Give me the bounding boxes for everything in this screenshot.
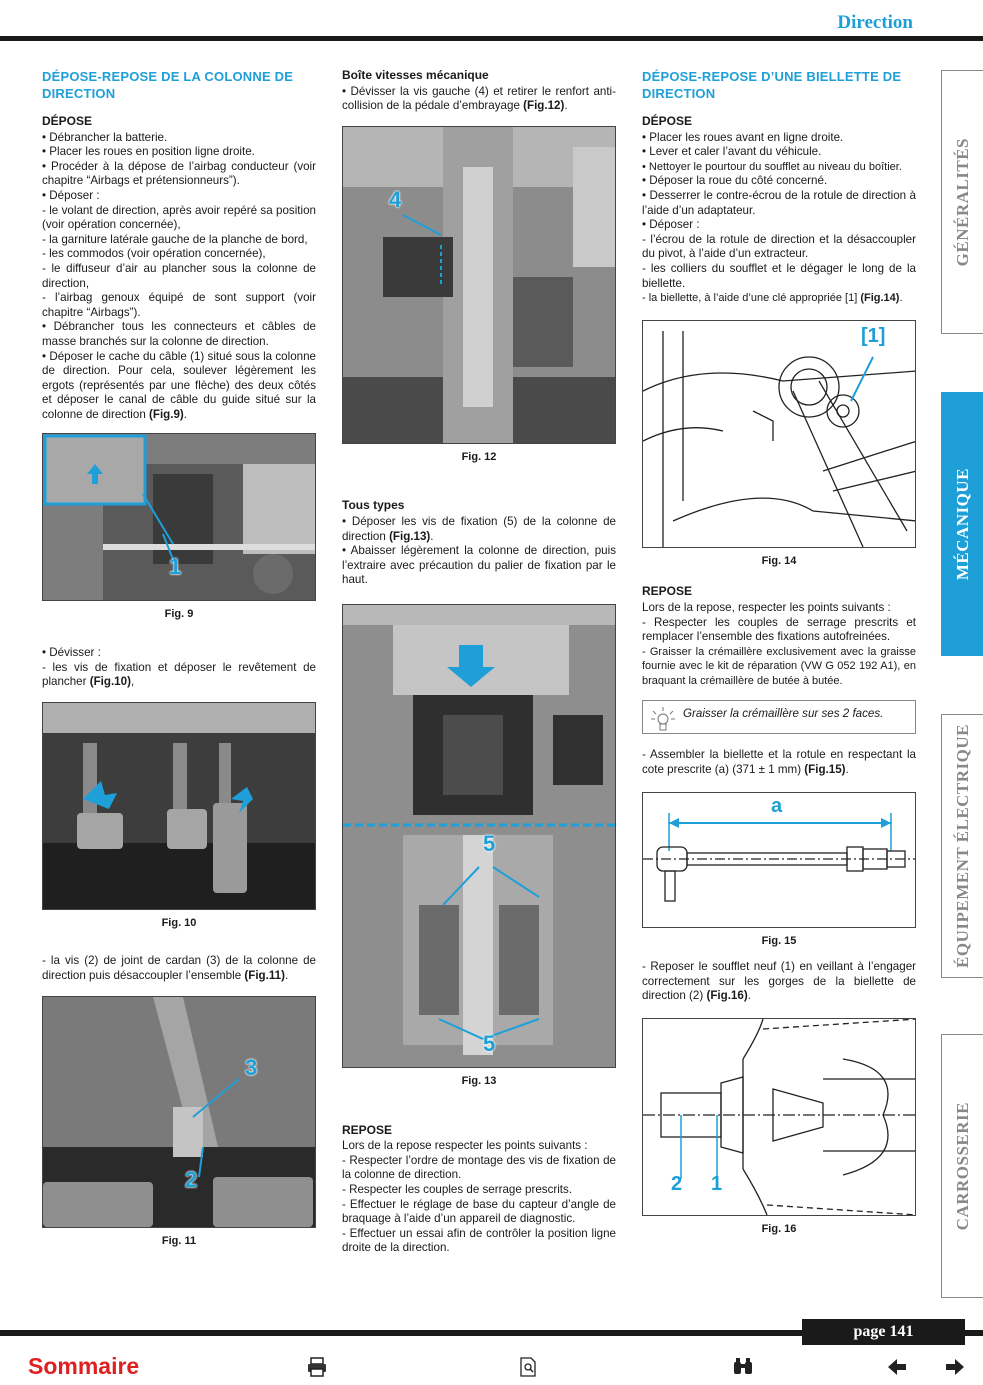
figure-11-caption: Fig. 11: [161, 1234, 197, 1247]
paragraph: • Nettoyer le pourtour du soufflet au ni…: [642, 160, 902, 173]
paragraph: - les colliers du soufflet et le dégager…: [642, 261, 916, 290]
paragraph: - l’airbag genoux équipé de sont support…: [42, 291, 316, 319]
figure-ref[interactable]: (Fig.13): [389, 529, 431, 543]
figure-callout-1: 1: [169, 554, 182, 580]
section-heading: Dépose-repose de la colonne de direction: [42, 69, 294, 101]
paragraph: • Déposer :: [642, 218, 700, 232]
figure-15-drawing: a: [642, 791, 916, 928]
paragraph: - Graisser la crémaillère exclusivement …: [642, 645, 916, 687]
top-rule: [0, 36, 983, 41]
figure-callout-5-lower: 5: [483, 1030, 496, 1056]
figure-callout-a: a: [771, 794, 783, 817]
figure-callout-5-upper: 5: [483, 830, 496, 856]
paragraph: - Effectuer un essai afin de contrôler l…: [342, 1226, 616, 1255]
paragraph: • Placer les roues en position ligne dro…: [42, 145, 255, 159]
paragraph: - Respecter l’ordre de montage des vis d…: [342, 1153, 616, 1182]
figure-callout-2: 2: [671, 1173, 683, 1196]
figure-10-caption: Fig. 10: [161, 916, 197, 929]
paragraph: • Abaisser légèrement la colonne de dire…: [342, 544, 616, 587]
paragraph: Lors de la repose, respecter les points …: [642, 600, 891, 614]
subheading-repose: REPOSE: [642, 584, 693, 599]
figure-callout-1: 1: [711, 1173, 723, 1196]
figure-callout-4: 4: [389, 186, 402, 212]
paragraph: - Respecter les couples de serrage presc…: [342, 1182, 573, 1196]
subheading-boite-vitesses: Boîte vitesses mécanique: [342, 68, 489, 82]
paragraph: - la garniture latérale gauche de la pla…: [42, 232, 308, 246]
subheading-depose: DÉPOSE: [642, 114, 693, 128]
figure-14-caption: Fig. 14: [761, 554, 797, 567]
figure-9-photo: 1: [42, 433, 316, 602]
paragraph: Lors de la repose respecter les points s…: [342, 1139, 588, 1153]
tip-text: Graisser la crémaillère sur ses 2 faces.: [683, 707, 884, 721]
lightbulb-icon: [651, 707, 675, 731]
paragraph: • Placer les roues avant en ligne droite…: [642, 130, 844, 144]
print-icon[interactable]: [306, 1356, 328, 1378]
figure-16-drawing: 2 1: [642, 1018, 916, 1217]
sommaire-link[interactable]: Sommaire: [28, 1353, 140, 1379]
subheading-repose: REPOSE: [342, 1122, 393, 1137]
zoom-page-icon[interactable]: [517, 1356, 539, 1378]
paragraph: - les vis de fixation et déposer le revê…: [42, 660, 316, 689]
paragraph: - Reposer le soufflet neuf (1) en veilla…: [642, 960, 916, 1003]
paragraph: • Lever et caler l’avant du véhicule.: [642, 145, 822, 159]
paragraph: • Procéder à la dépose de l’airbag condu…: [42, 159, 316, 188]
figure-16-caption: Fig. 16: [761, 1223, 797, 1236]
paragraph: - le volant de direction, après avoir re…: [42, 203, 316, 232]
subheading-depose: DÉPOSE: [42, 114, 93, 128]
figure-ref[interactable]: (Fig.14): [860, 292, 900, 305]
figure-12-photo: 4: [342, 125, 616, 444]
tab-generalites[interactable]: GÉNÉRALITÉS: [941, 70, 983, 334]
figure-13-diagram: 5 5: [342, 603, 616, 1068]
paragraph: - le diffuseur d’air au plancher sous la…: [42, 261, 316, 290]
figure-14-drawing: [1]: [642, 319, 916, 548]
paragraph: • Débrancher tous les connecteurs et câb…: [42, 320, 316, 348]
column-3: Dépose-repose d’une biellette de directi…: [642, 68, 916, 1237]
section-title: Direction: [837, 12, 913, 33]
tab-equipement-electrique[interactable]: ÉQUIPEMENT ÉLECTRIQUE: [941, 714, 983, 978]
paragraph: • Desserrer le contre-écrou de la rotule…: [642, 188, 916, 217]
paragraph: - l’écrou de la rotule de direction et l…: [642, 232, 916, 261]
section-heading: Dépose-repose d’une biellette de directi…: [642, 69, 902, 101]
figure-callout-2: 2: [185, 1166, 198, 1192]
figure-15-caption: Fig. 15: [761, 934, 797, 947]
paragraph: • Déposer le cache du câble (1) situé so…: [42, 349, 316, 421]
figure-ref[interactable]: (Fig.12): [523, 99, 565, 113]
figure-ref[interactable]: (Fig.10): [89, 675, 131, 689]
tip-box: Graisser la crémaillère sur ses 2 faces.: [642, 700, 916, 735]
tab-mecanique[interactable]: MÉCANIQUE: [941, 392, 983, 656]
arrow-right-icon[interactable]: [944, 1356, 966, 1378]
figure-12-caption: Fig. 12: [461, 450, 497, 463]
paragraph: - Effectuer le réglage de base du capteu…: [342, 1197, 616, 1226]
paragraph: • Déposer la roue du côté concerné.: [642, 174, 828, 188]
figure-9-caption: Fig. 9: [164, 608, 194, 621]
figure-11-photo: 3 2: [42, 995, 316, 1228]
paragraph: - Assembler la biellette et la rotule en…: [642, 748, 916, 777]
paragraph: - les commodos (voir opération concernée…: [42, 247, 266, 261]
paragraph: - la biellette, à l’aide d’une clé appro…: [642, 292, 903, 305]
arrow-left-icon[interactable]: [886, 1356, 908, 1378]
paragraph: • Dévisser la vis gauche (4) et retirer …: [342, 84, 616, 113]
paragraph: • Débrancher la batterie.: [42, 130, 168, 144]
figure-ref[interactable]: (Fig.16): [706, 989, 748, 1003]
paragraph: - la vis (2) de joint de cardan (3) de l…: [42, 954, 316, 983]
figure-callout-1: [1]: [861, 324, 886, 347]
tab-carrosserie[interactable]: CARROSSERIE: [941, 1034, 983, 1298]
column-2: Boîte vitesses mécanique • Dévisser la v…: [342, 68, 616, 1256]
figure-callout-3: 3: [245, 1054, 258, 1080]
page-number: page 141: [802, 1319, 965, 1345]
figure-13-caption: Fig. 13: [461, 1074, 497, 1087]
footer-bar: Sommaire: [0, 1350, 983, 1385]
binoculars-icon[interactable]: [732, 1356, 754, 1378]
paragraph: - Respecter les couples de serrage presc…: [642, 615, 916, 644]
figure-ref[interactable]: (Fig.11): [244, 969, 285, 983]
figure-ref[interactable]: (Fig.9): [149, 407, 184, 421]
paragraph: • Déposer :: [42, 188, 100, 202]
paragraph: • Déposer les vis de fixation (5) de la …: [342, 514, 616, 543]
paragraph: • Dévisser :: [42, 646, 101, 660]
figure-ref[interactable]: (Fig.15): [804, 763, 846, 777]
bottom-rule: [0, 1330, 983, 1336]
figure-10-photo: [42, 701, 316, 910]
subheading-tous-types: Tous types: [342, 498, 405, 513]
column-1: Dépose-repose de la colonne de direction…: [42, 68, 316, 1248]
